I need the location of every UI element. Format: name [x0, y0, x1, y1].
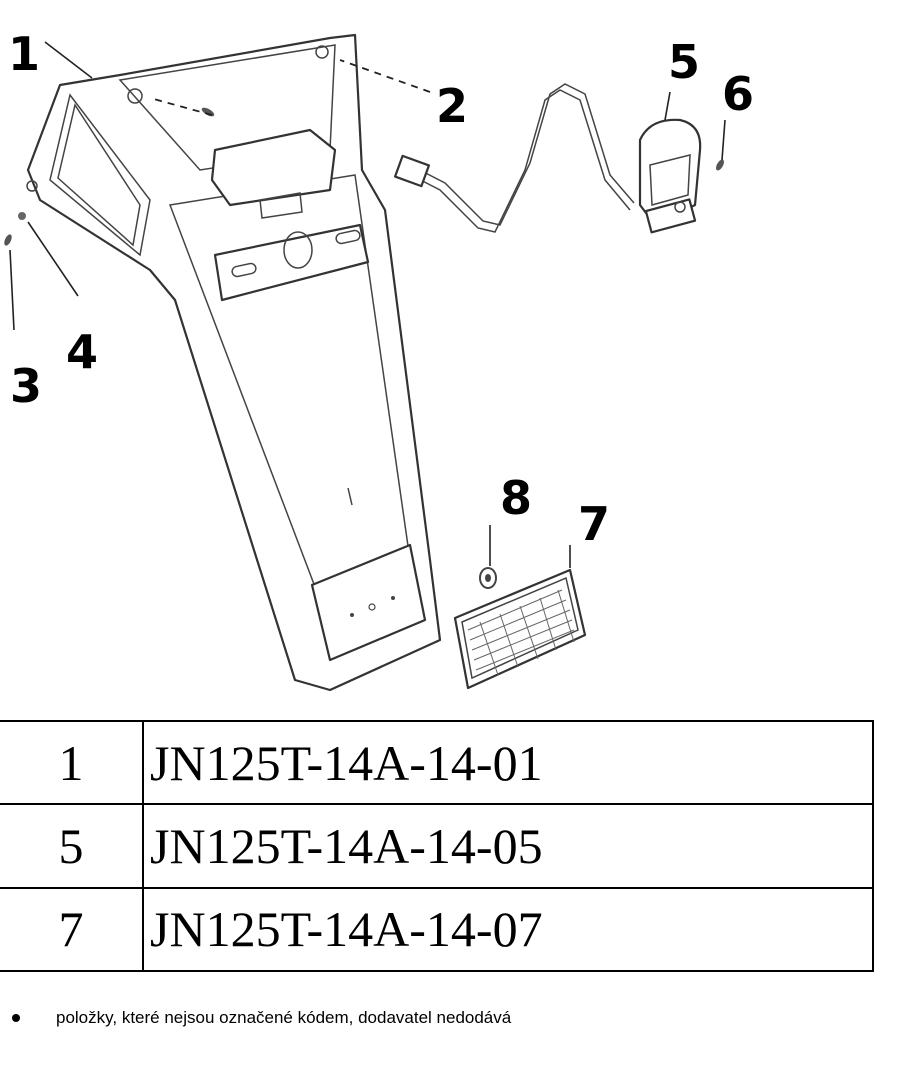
- reflector-part: [453, 567, 587, 690]
- position-cell: 7: [0, 886, 144, 973]
- table-row: 7 JN125T-14A-14-07: [0, 886, 874, 973]
- position-cell: 5: [0, 803, 144, 889]
- exploded-parts-diagram: 1 2 3 4 5 6 7 8: [4, 27, 754, 692]
- callout-1: 1: [8, 27, 40, 81]
- part-code-cell: JN125T-14A-14-05: [142, 803, 874, 889]
- callout-7: 7: [578, 497, 610, 551]
- table-row: 1 JN125T-14A-14-01: [0, 719, 874, 806]
- parts-table: 1 JN125T-14A-14-01 5 JN125T-14A-14-05 7 …: [0, 719, 874, 973]
- callout-5: 5: [668, 35, 700, 89]
- part-code-cell: JN125T-14A-14-01: [142, 719, 874, 806]
- footnote: položky, které nejsou označené kódem, do…: [12, 1008, 511, 1028]
- license-lamp-part: [393, 83, 702, 234]
- table-row: 5 JN125T-14A-14-05: [0, 803, 874, 889]
- callout-6: 6: [722, 67, 754, 121]
- rear-fender-part: [26, 33, 442, 692]
- callout-8: 8: [500, 471, 532, 525]
- bullet-icon: [12, 1014, 20, 1022]
- position-cell: 1: [0, 719, 144, 806]
- footnote-text: položky, které nejsou označené kódem, do…: [56, 1008, 512, 1027]
- callout-3: 3: [10, 359, 42, 413]
- part-code-cell: JN125T-14A-14-07: [142, 886, 874, 973]
- callout-4: 4: [66, 325, 98, 379]
- callout-2: 2: [436, 79, 468, 133]
